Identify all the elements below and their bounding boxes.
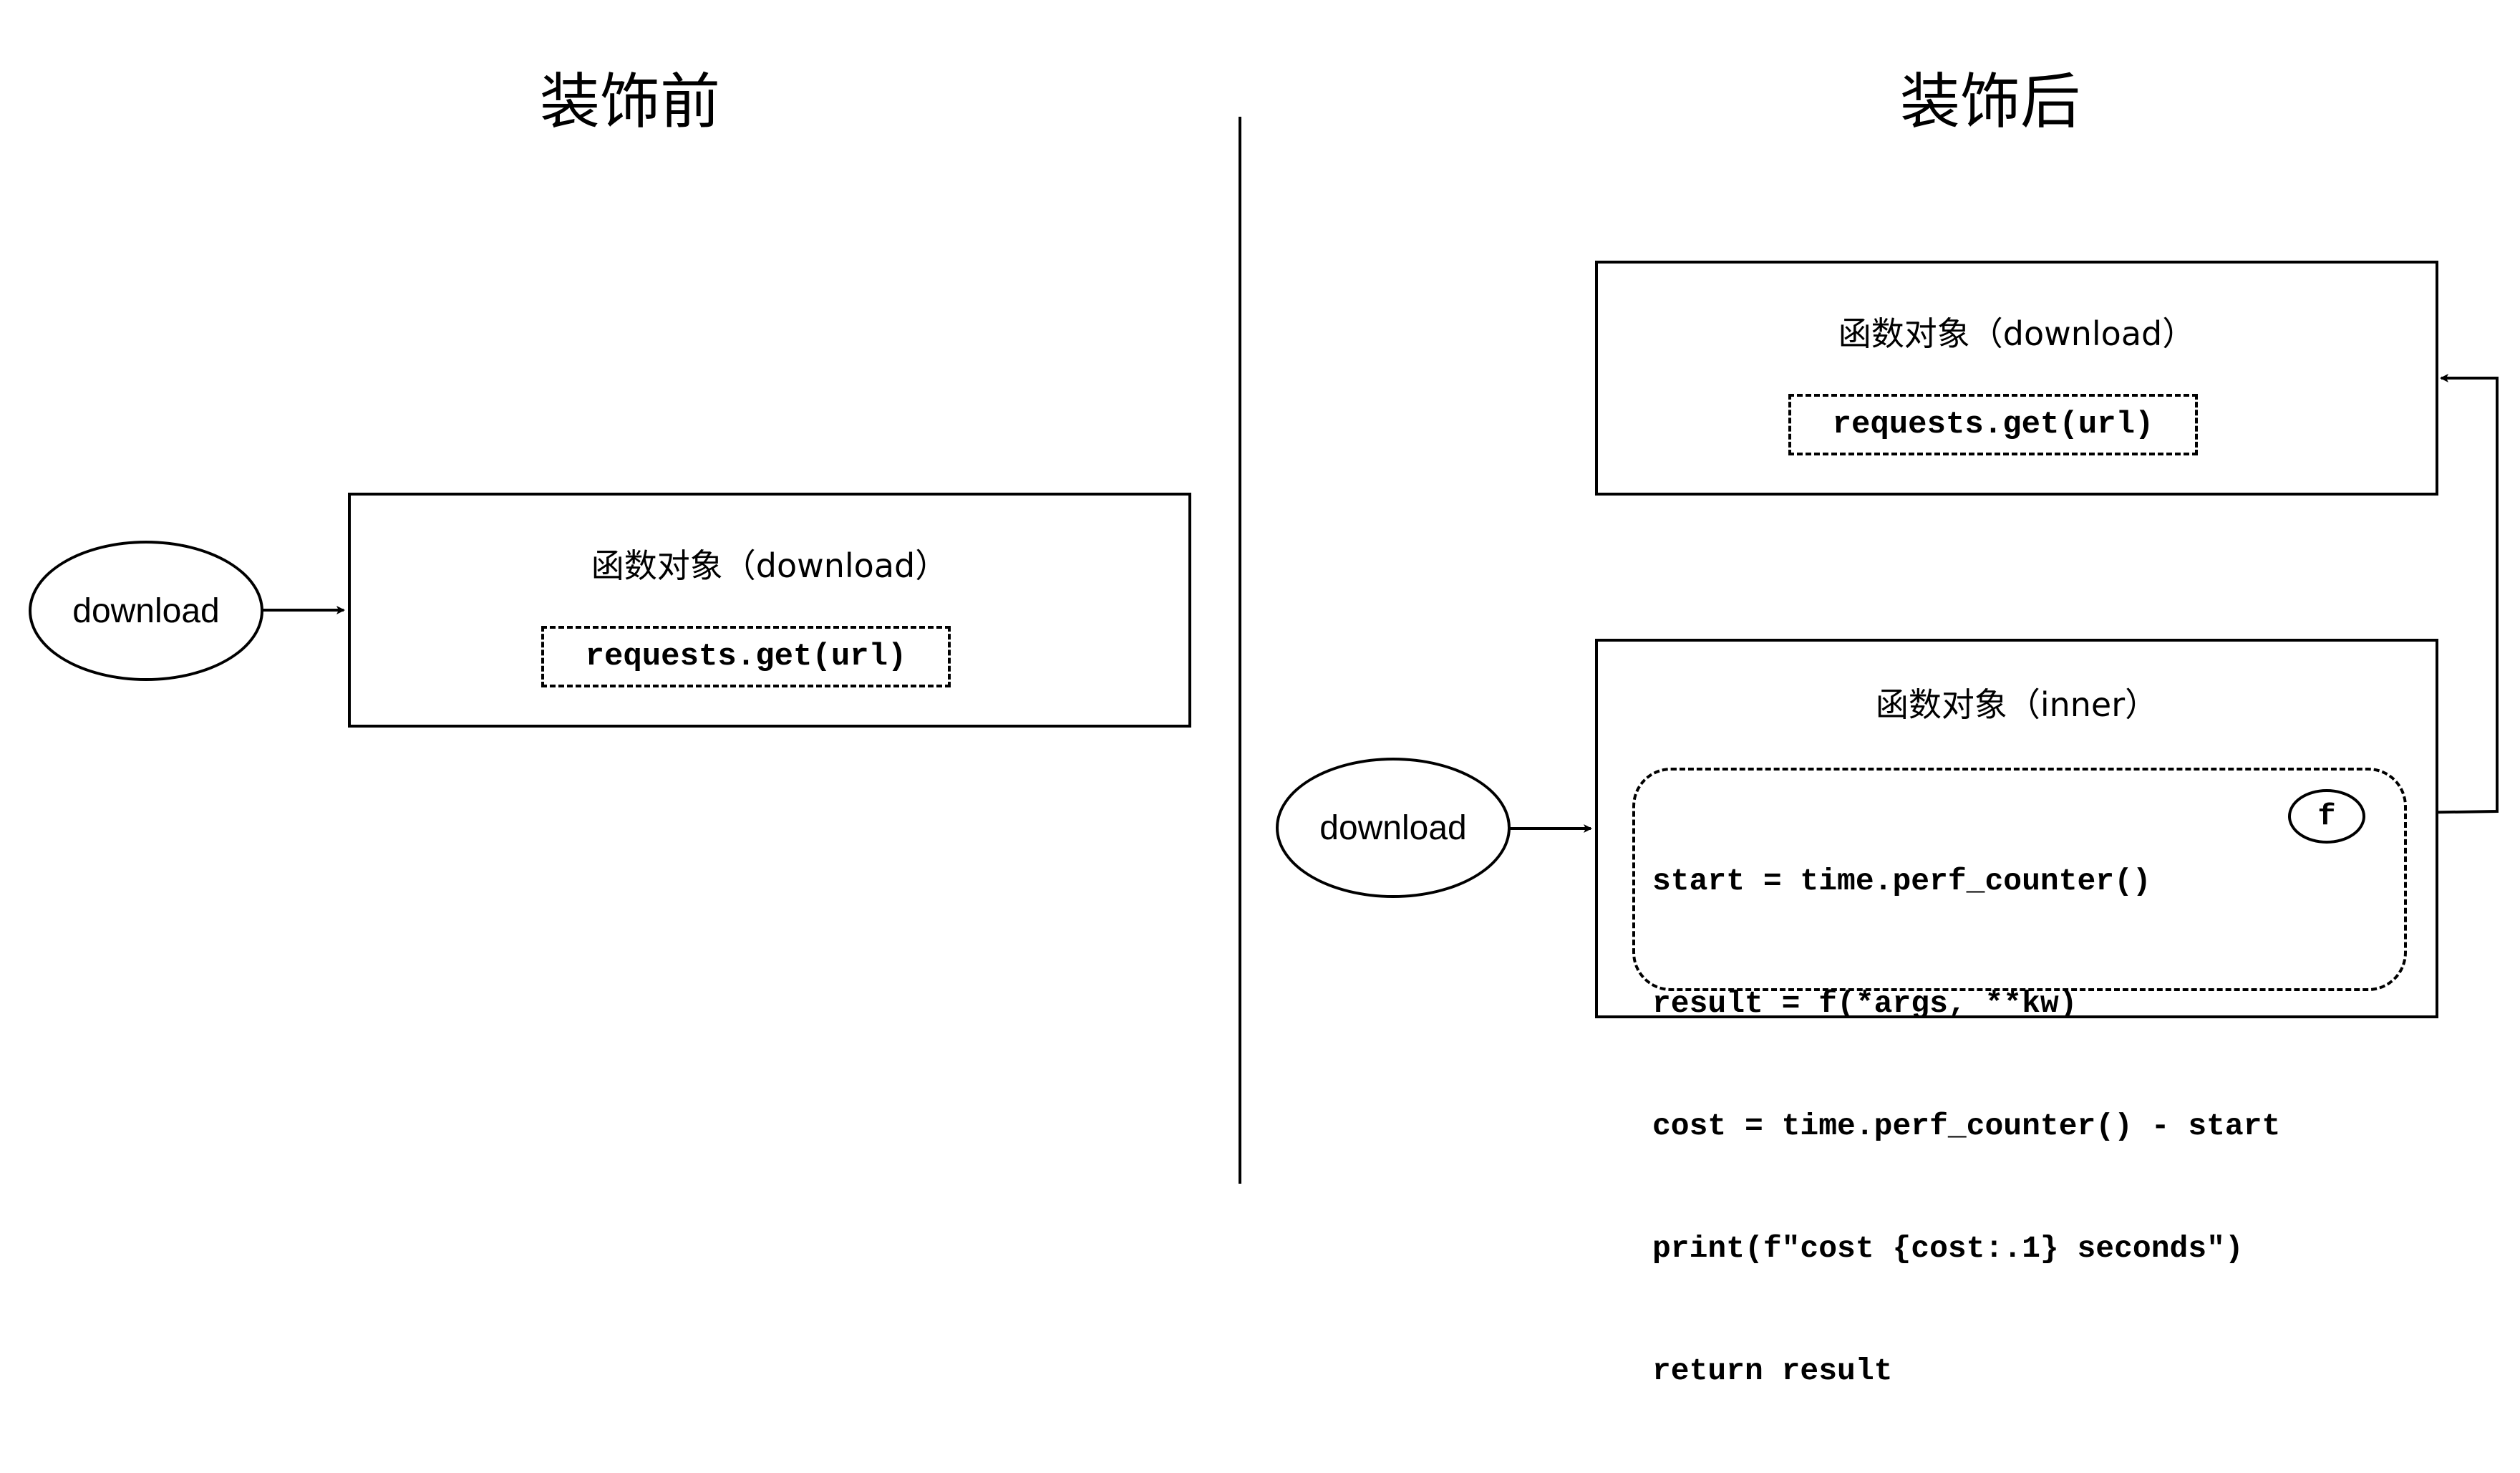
download-variable-ellipse: download [29, 541, 263, 681]
code-line: cost = time.perf_counter() - start [1652, 1109, 2281, 1144]
original-download-function-title: 函数对象（download） [1838, 314, 2196, 353]
original-download-code-block: requests.get(url) [1788, 394, 2198, 455]
inner-function-title: 函数对象（inner） [1875, 685, 2158, 724]
section-divider [1239, 117, 1241, 1184]
code-line: return result [1652, 1353, 1893, 1389]
after-heading: 装饰后 [1899, 67, 2080, 137]
download-function-title: 函数对象（download） [591, 546, 949, 585]
decorated-download-variable-ellipse: download [1276, 758, 1511, 898]
closure-variable-f: f [2288, 789, 2365, 844]
code-line: result = f(*args, **kw) [1652, 986, 2078, 1021]
inner-code-block: start = time.perf_counter() result = f(*… [1632, 768, 2407, 1389]
before-heading: 装饰前 [539, 67, 720, 137]
download-function-box: 函数对象（download） requests.get(url) [348, 493, 1191, 728]
code-line: start = time.perf_counter() [1652, 864, 2151, 899]
code-line: print(f"cost {cost:.1} seconds") [1652, 1231, 2244, 1266]
original-download-function-box: 函数对象（download） requests.get(url) [1595, 261, 2438, 496]
download-code-block: requests.get(url) [541, 626, 951, 687]
inner-function-box: 函数对象（inner） start = time.perf_counter() … [1595, 639, 2438, 1389]
